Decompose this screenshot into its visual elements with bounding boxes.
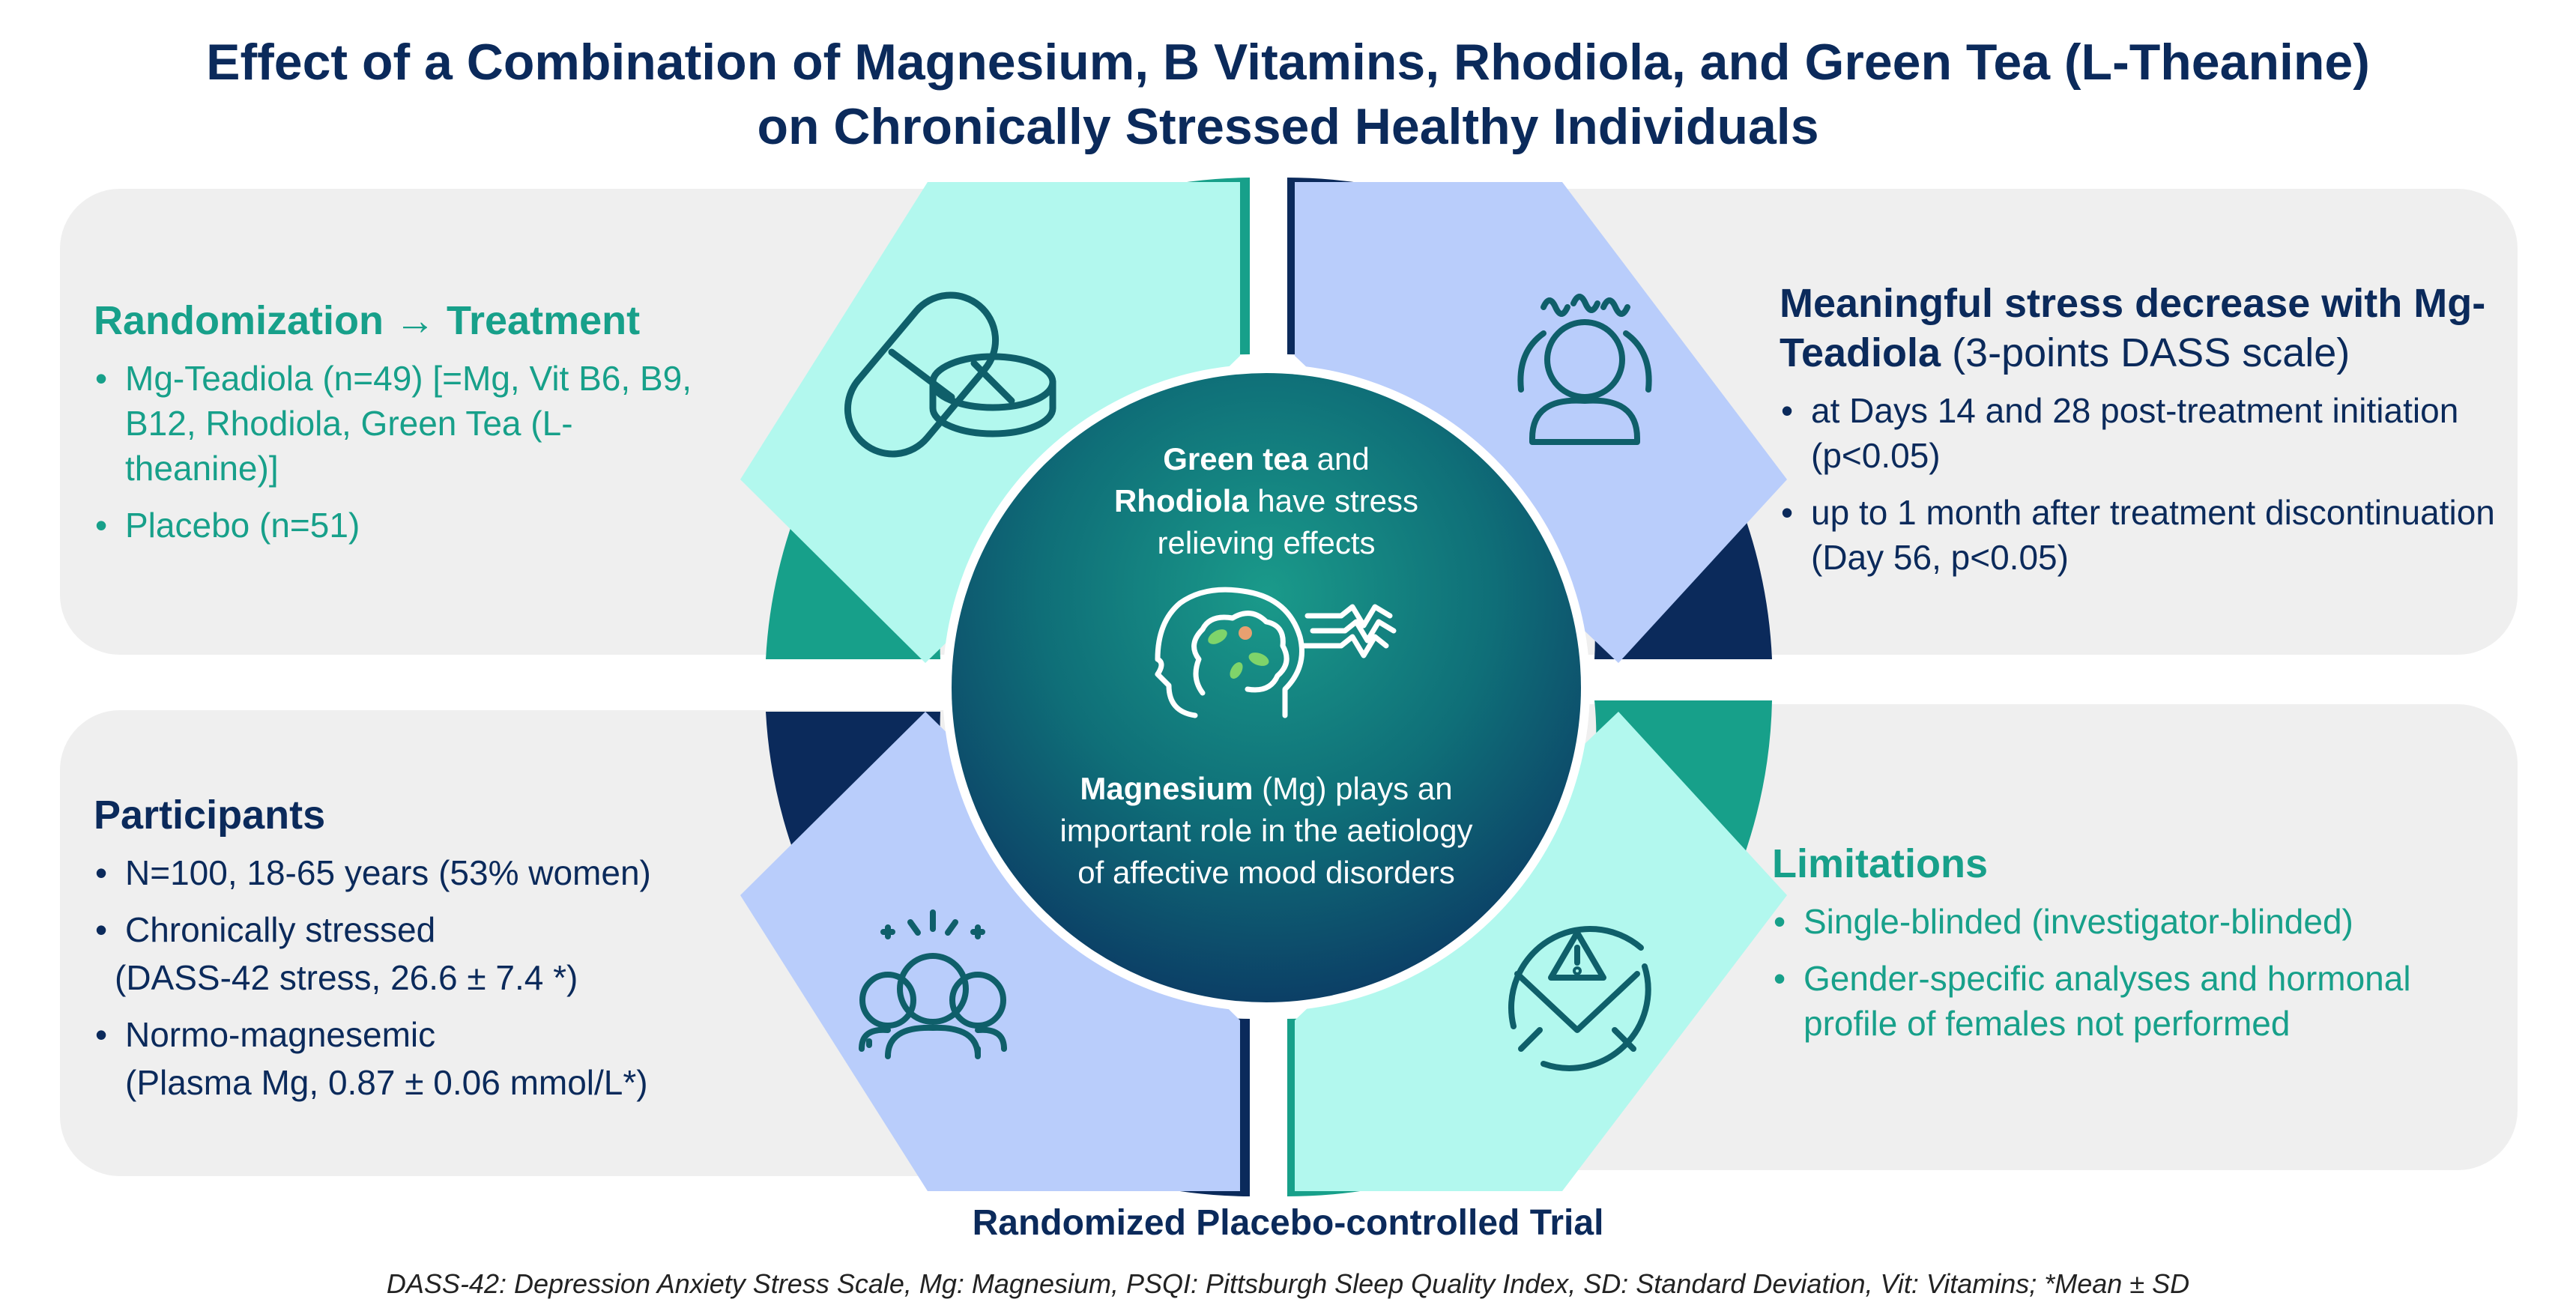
brain-leaves bbox=[1208, 629, 1269, 679]
page-title-line1: Effect of a Combination of Magnesium, B … bbox=[206, 34, 2370, 91]
limitations-list: Single-blinded (investigator-blinded) Ge… bbox=[1772, 899, 2491, 1046]
randomization-item: Placebo (n=51) bbox=[94, 503, 693, 548]
participants-heading: Participants bbox=[94, 793, 326, 838]
participants-subitem: (DASS-42 stress, 26.6 ± 7.4 *) bbox=[115, 958, 578, 997]
limitations-item: Single-blinded (investigator-blinded) bbox=[1772, 899, 2491, 944]
footnote: DASS-42: Depression Anxiety Stress Scale… bbox=[386, 1268, 2190, 1299]
tile-bottom-left bbox=[740, 712, 1240, 1191]
center-bottom-text: Magnesium (Mg) plays an important role i… bbox=[1053, 768, 1480, 894]
center-top-text1: and bbox=[1308, 441, 1370, 476]
brain-profile-icon bbox=[1155, 587, 1397, 718]
participants-item: Chronically stressed bbox=[94, 907, 768, 952]
center-top-text2: have stress relieving effects bbox=[1157, 483, 1419, 560]
participants-list: N=100, 18-65 years (53% women) Chronical… bbox=[94, 850, 768, 1105]
center-bottom-rest: (Mg) plays an important role in the aeti… bbox=[1059, 771, 1473, 890]
center-top-bold1: Green tea bbox=[1163, 441, 1308, 476]
page-title-line2: on Chronically Stressed Healthy Individu… bbox=[757, 98, 1819, 155]
outcome-heading-rest: (3-points DASS scale) bbox=[1941, 330, 2350, 375]
limitations-panel: Limitations Single-blinded (investigator… bbox=[1772, 839, 2491, 1058]
center-top-text: Green tea and Rhodiola have stress relie… bbox=[1079, 438, 1454, 564]
participants-subitem: (Plasma Mg, 0.87 ± 0.06 mmol/L*) bbox=[125, 1063, 648, 1102]
outcome-list: at Days 14 and 28 post-treatment initiat… bbox=[1780, 388, 2521, 580]
stressed-person-icon bbox=[1517, 294, 1652, 445]
participants-item: N=100, 18-65 years (53% women) bbox=[94, 850, 768, 895]
center-top-bold2: Rhodiola bbox=[1113, 483, 1249, 518]
outcome-panel: Meaningful stress decrease with Mg-Teadi… bbox=[1780, 279, 2521, 592]
randomization-list: Mg-Teadiola (n=49) [=Mg, Vit B6, B9, B12… bbox=[94, 356, 693, 548]
randomization-heading: Randomization → Treatment bbox=[94, 298, 641, 343]
pills-icon bbox=[844, 291, 1056, 458]
trial-caption: Randomized Placebo-controlled Trial bbox=[972, 1203, 1604, 1243]
participants-item: Normo-magnesemic bbox=[94, 1012, 768, 1057]
center-bottom-bold: Magnesium bbox=[1080, 771, 1254, 806]
tile-top-right bbox=[1295, 182, 1787, 663]
tile-bottom-right bbox=[1295, 712, 1787, 1191]
outcome-heading-bold: Meaningful stress decrease with Mg-Teadi… bbox=[1780, 281, 2486, 375]
randomization-panel: Randomization → Treatment Mg-Teadiola (n… bbox=[94, 296, 693, 560]
limitations-heading: Limitations bbox=[1772, 841, 1989, 886]
brain-flower bbox=[1239, 626, 1252, 640]
randomization-item: Mg-Teadiola (n=49) [=Mg, Vit B6, B9, B12… bbox=[94, 356, 693, 491]
participants-panel: Participants N=100, 18-65 years (53% wom… bbox=[94, 790, 768, 1117]
outcome-item: at Days 14 and 28 post-treatment initiat… bbox=[1780, 388, 2521, 478]
outcome-item: up to 1 month after treatment discontinu… bbox=[1780, 490, 2521, 580]
team-icon bbox=[859, 909, 1007, 1059]
outcome-heading: Meaningful stress decrease with Mg-Teadi… bbox=[1780, 279, 2521, 378]
tile-top-left bbox=[740, 182, 1240, 663]
limitations-item: Gender-specific analyses and hormonal pr… bbox=[1772, 956, 2491, 1046]
no-stress-warning-icon bbox=[1508, 926, 1651, 1071]
